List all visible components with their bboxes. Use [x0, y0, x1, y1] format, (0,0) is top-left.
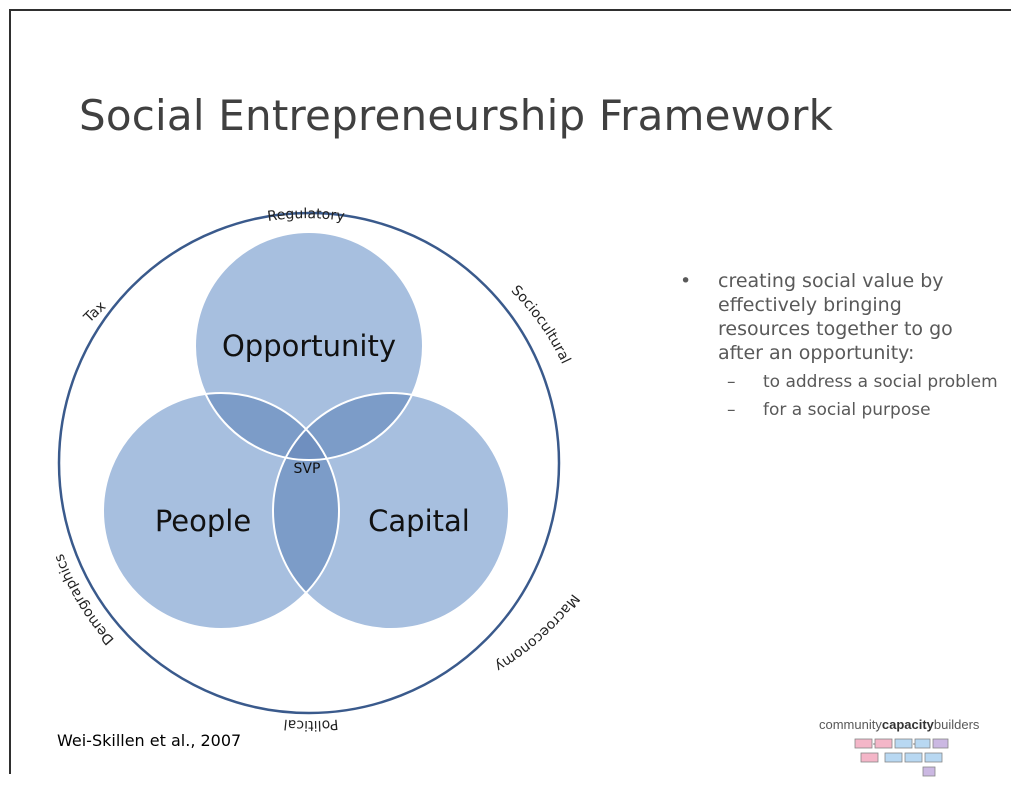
- svg-text:Demographics: Demographics: [51, 552, 117, 648]
- community-capacity-builders-logo: communitycapacitybuilders: [819, 717, 999, 786]
- people-label: People: [155, 504, 251, 538]
- bullet-main: • creating social value by effectively b…: [679, 269, 999, 365]
- outer-environment-ring: [57, 211, 561, 715]
- logo-text: communitycapacitybuilders: [819, 717, 980, 732]
- sub-bullet-2-text: for a social purpose: [763, 400, 931, 420]
- bullet-marker: •: [680, 270, 692, 292]
- svg-text:Political: Political: [283, 716, 339, 733]
- dash-marker: –: [727, 372, 736, 392]
- svg-text:Regulatory: Regulatory: [266, 206, 345, 225]
- regulatory-label: Regulatory: [266, 206, 345, 225]
- sub-bullet-1-text: to address a social problem: [763, 372, 998, 392]
- bullet-main-text: creating social value by effectively bri…: [718, 270, 953, 364]
- political-label: Political: [283, 716, 339, 733]
- framework-diagram: Opportunity People Capital SVP Regulator…: [51, 206, 582, 733]
- sub-bullet-1: – to address a social problem: [679, 371, 999, 393]
- svp-label: SVP: [294, 461, 321, 477]
- definition-bullets: • creating social value by effectively b…: [679, 269, 999, 421]
- demographics-label: Demographics: [51, 552, 117, 648]
- opportunity-label: Opportunity: [222, 329, 396, 363]
- citation: Wei-Skillen et al., 2007: [57, 731, 242, 750]
- macroeconomy-label: Macroeconomy: [492, 591, 582, 675]
- venn-circles: [102, 231, 510, 630]
- logo-blocks-icon: [854, 738, 949, 777]
- svg-text:Tax: Tax: [80, 298, 109, 326]
- slide-title: Social Entrepreneurship Framework: [79, 91, 834, 140]
- sub-bullet-2: – for a social purpose: [679, 399, 999, 421]
- tax-label: Tax: [80, 298, 109, 326]
- svg-text:Macroeconomy: Macroeconomy: [492, 591, 582, 675]
- dash-marker: –: [727, 400, 736, 420]
- capital-label: Capital: [368, 504, 470, 538]
- slide-frame: Social Entrepreneurship Framework: [9, 9, 1011, 777]
